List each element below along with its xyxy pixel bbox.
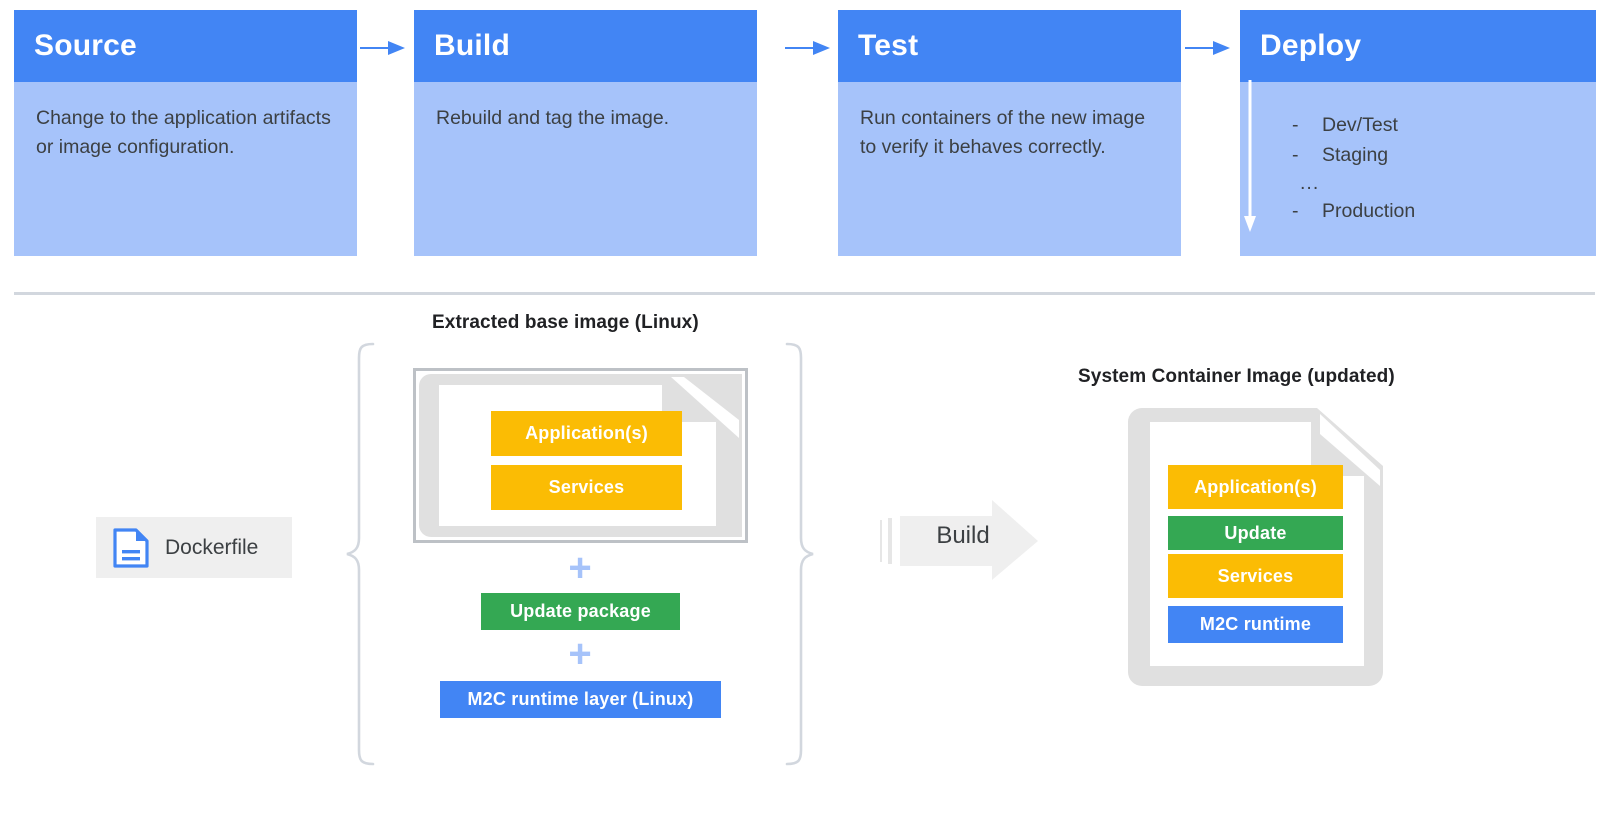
card-body-source: Change to the application artifacts or i… xyxy=(14,82,357,256)
plus-icon: + xyxy=(568,632,592,676)
list-marker: - xyxy=(1292,144,1299,166)
updated-layer-update: Update xyxy=(1168,516,1343,550)
added-layer-update-package: Update package xyxy=(481,593,680,630)
list-item: - Production xyxy=(1262,196,1574,226)
layer-label: M2C runtime xyxy=(1199,614,1312,634)
added-layer-m2c-runtime: M2C runtime layer (Linux) xyxy=(440,681,721,718)
card-header-build: Build xyxy=(414,10,757,82)
right-brace xyxy=(785,342,814,766)
card-body-deploy: - Dev/Test - Staging ... - Production xyxy=(1240,82,1596,256)
pipeline-card-source[interactable]: Source Change to the application artifac… xyxy=(14,10,357,256)
updated-image-label: System Container Image (updated) xyxy=(1078,366,1395,387)
list-item: - Dev/Test xyxy=(1262,110,1574,140)
section-divider xyxy=(14,292,1595,295)
layer-label: Services xyxy=(1217,565,1294,586)
document-icon xyxy=(113,527,149,568)
layer-label: Services xyxy=(548,477,625,497)
card-body-build: Rebuild and tag the image. xyxy=(414,82,757,256)
arrow-down-icon xyxy=(1244,80,1256,232)
layer-label: Application(s) xyxy=(1194,476,1317,497)
layer-label: M2C runtime layer (Linux) xyxy=(467,689,694,709)
plus-icon: + xyxy=(568,546,592,590)
list-marker: - xyxy=(1292,114,1299,136)
layer-label: Update xyxy=(1224,522,1287,543)
layer-label: Update package xyxy=(510,601,651,621)
card-body-test: Run containers of the new image to verif… xyxy=(838,82,1181,256)
left-brace xyxy=(346,342,375,766)
dockerfile-label: Dockerfile xyxy=(165,535,259,559)
list-label: Production xyxy=(1322,200,1416,222)
card-title-deploy: Deploy xyxy=(1260,29,1362,62)
card-title-build: Build xyxy=(434,29,510,62)
list-item: - Staging xyxy=(1262,140,1574,170)
updated-layer-application: Application(s) xyxy=(1168,465,1343,509)
arrow-right-icon xyxy=(785,41,830,55)
list-item-ellipsis: ... xyxy=(1262,170,1574,196)
pipeline-card-deploy[interactable]: Deploy - Dev/Test - Staging ... - Produ xyxy=(1240,10,1596,256)
base-image-label: Extracted base image (Linux) xyxy=(432,312,699,333)
card-header-source: Source xyxy=(14,10,357,82)
list-label xyxy=(1322,170,1574,196)
arrow-right-icon xyxy=(360,41,405,55)
build-arrow-label: Build xyxy=(936,522,990,549)
dockerfile-chip[interactable]: Dockerfile xyxy=(96,517,292,578)
base-layer-services: Services xyxy=(491,465,682,510)
updated-layer-m2c-runtime: M2C runtime xyxy=(1168,606,1343,643)
updated-layer-services: Services xyxy=(1168,554,1343,598)
list-marker: - xyxy=(1292,200,1299,222)
card-header-test: Test xyxy=(838,10,1181,82)
pipeline-card-test[interactable]: Test Run containers of the new image to … xyxy=(838,10,1181,256)
list-label: Dev/Test xyxy=(1322,114,1398,136)
base-layer-application: Application(s) xyxy=(491,411,682,456)
deploy-stage-list: - Dev/Test - Staging ... - Production xyxy=(1262,110,1574,226)
card-text-source: Change to the application artifacts or i… xyxy=(36,107,331,158)
build-arrow-icon xyxy=(880,500,1038,580)
list-label: Staging xyxy=(1322,144,1389,166)
card-text-test: Run containers of the new image to verif… xyxy=(860,107,1146,158)
layer-label: Application(s) xyxy=(525,423,648,443)
list-marker-ellipsis: ... xyxy=(1300,172,1320,194)
arrow-right-icon xyxy=(1185,41,1230,55)
card-text-build: Rebuild and tag the image. xyxy=(436,107,670,129)
card-title-source: Source xyxy=(34,29,137,62)
card-title-test: Test xyxy=(858,29,919,62)
card-header-deploy: Deploy xyxy=(1240,10,1596,82)
pipeline-card-build[interactable]: Build Rebuild and tag the image. xyxy=(414,10,757,256)
